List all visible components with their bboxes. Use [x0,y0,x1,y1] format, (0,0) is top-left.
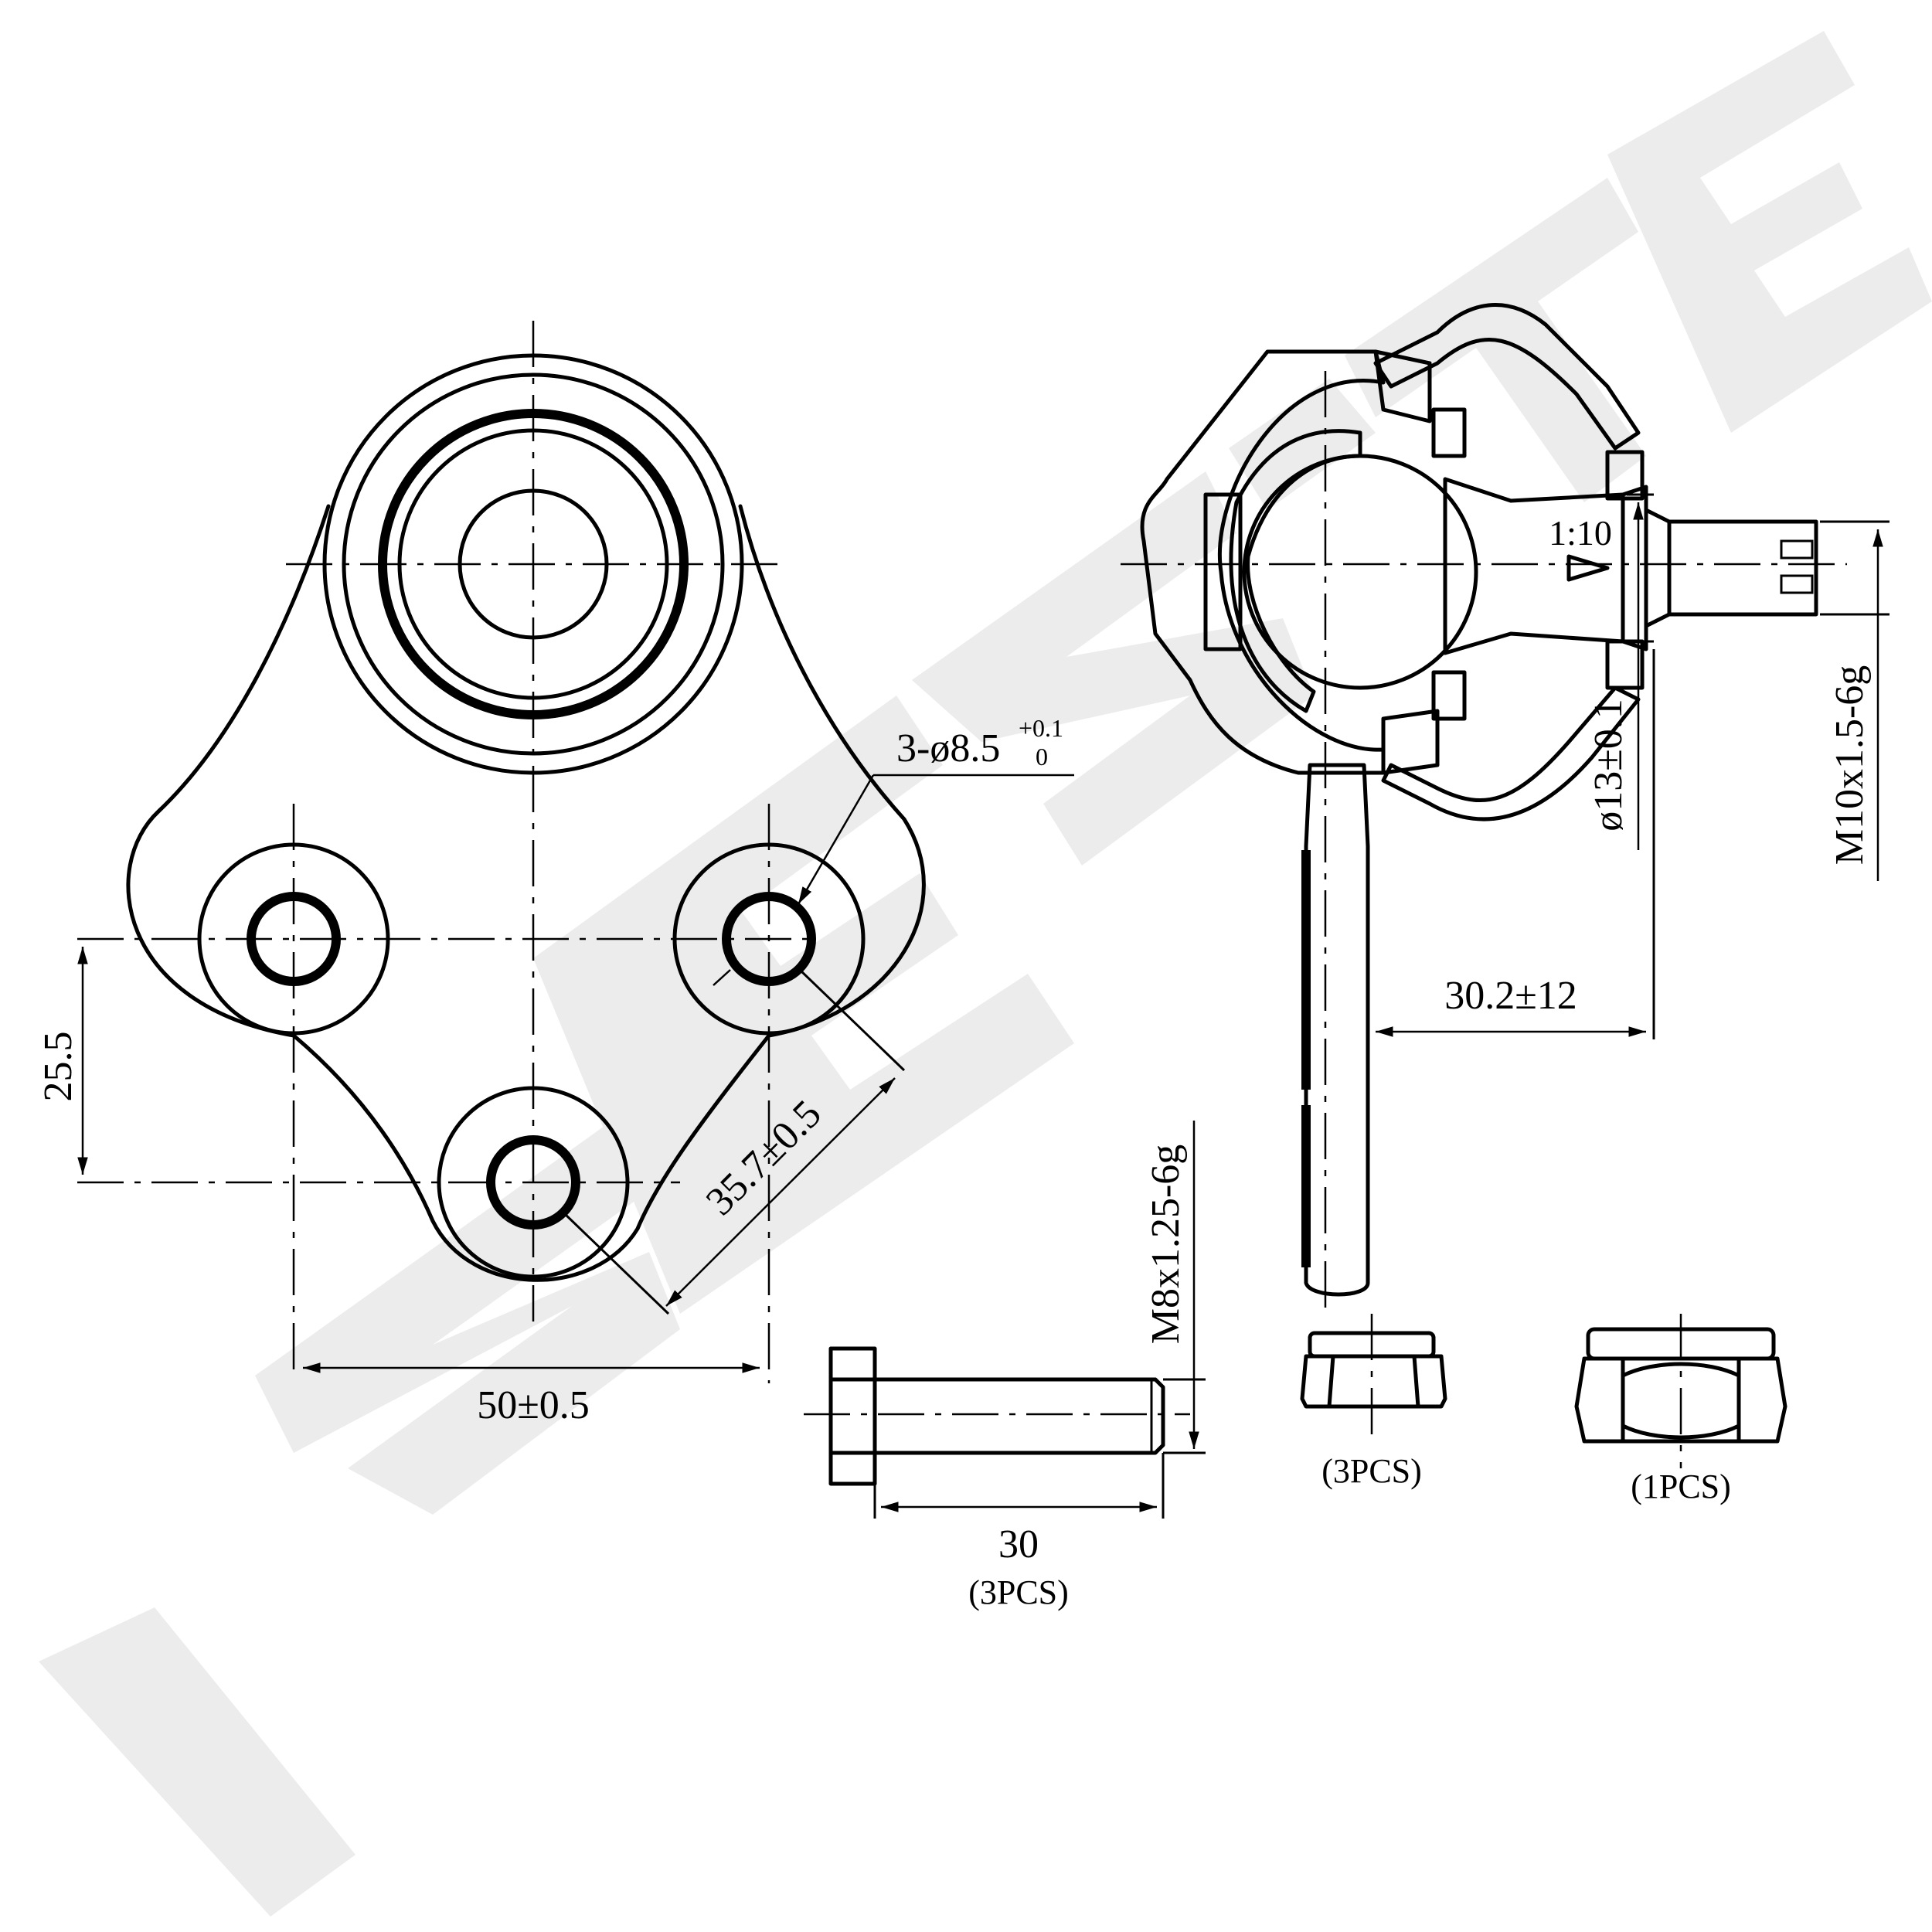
cotter-slot-1 [1780,539,1814,560]
dim-m10-label: M10x1.5-6g [1828,665,1872,866]
boot-clamp-top [1605,450,1645,501]
bolt-shank [872,1377,1165,1455]
ball [1242,454,1478,690]
center-bore [457,488,609,640]
small-nut-flat-1 [1327,1354,1335,1409]
hole-leader-arrow [797,774,875,905]
bottom-hole [486,1135,580,1230]
dim-35-7-line [665,1077,896,1307]
watermark-letter-e2 [1607,31,1932,433]
dim-35-7-ext-a [798,968,906,1072]
small-nut-qty: (3PCS) [1321,1452,1422,1490]
taper-indicator [1566,554,1610,582]
bolt-qty-label: (3PCS) [968,1573,1069,1611]
left-boss [197,842,390,1036]
dim-50-label: 50±0.5 [477,1383,590,1427]
small-nut-body [1300,1354,1447,1409]
large-nut: (1PCS) [1574,1314,1787,1505]
housing-body [1140,349,1386,775]
outer-boss-circle [322,353,744,775]
thread-shoulder-2 [1644,612,1672,628]
hole-tol-upper: +0.1 [1019,714,1063,742]
right-hole [722,892,816,986]
right-boss [672,842,866,1036]
hole-callout-label: 3-ø8.5 [896,726,1000,770]
watermark-letter-i [1229,379,1376,510]
thread-shoulder [1644,508,1672,524]
hole-tol-lower: 0 [1036,743,1048,770]
taper-label: 1:10 [1549,513,1612,553]
bolt: M8x1.25-6g 30 (3PCS) [804,1121,1206,1611]
large-nut-qty: (1PCS) [1631,1468,1731,1505]
watermark-chevron [39,1607,355,1917]
small-nut-flat-2 [1412,1354,1420,1409]
insert-lower [1431,670,1467,721]
bolt-head [828,1346,877,1486]
thread-stud [1667,519,1818,617]
inner-ring [397,428,669,700]
left-hole [247,892,341,986]
watermark-letter-e [533,696,1074,1314]
watermark-letter-n [912,471,1314,866]
housing-rim-bottom [1381,709,1440,775]
dim-35-7-ext-b [563,1212,670,1315]
dim-25-5-label: 25.5 [36,1032,80,1102]
cotter-slot-2 [1780,574,1814,594]
dim-30-2-label: 30.2±12 [1444,974,1577,1018]
bearing-seat [1229,429,1362,713]
housing-rim-top [1373,349,1432,423]
bolt-length-label: 30 [998,1522,1039,1566]
dim-13-label: ø13±0.1 [1587,699,1631,832]
bottom-boss [437,1086,630,1279]
small-nut: (3PCS) [1300,1314,1447,1490]
hole-leader-tail [713,969,731,986]
large-nut-chamfer [1621,1362,1741,1440]
dust-boot-bottom [1381,685,1641,821]
dust-boot-top [1373,303,1641,451]
insert-upper [1431,407,1467,458]
dim-m8-label: M8x1.25-6g [1144,1145,1188,1345]
second-circle [342,372,725,756]
seat-insert [1203,492,1243,651]
boot-clamp-bottom [1605,639,1645,690]
side-view: 1:10 ø13±0.1 M10x1.5-6g 30.2±12 [1121,303,1889,1314]
thick-ring [378,409,689,719]
shank [1304,763,1370,1297]
stud-taper [1621,485,1648,651]
large-nut-body [1574,1356,1787,1444]
flange-outline [126,504,926,1282]
